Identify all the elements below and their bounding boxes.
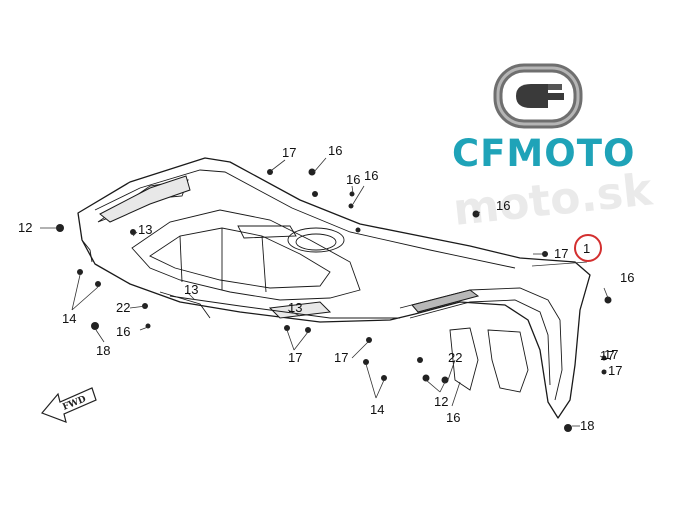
callout-label: 17	[604, 347, 618, 362]
callout-label: 18	[580, 418, 594, 433]
callout-label: 14	[62, 311, 76, 326]
brand-name: CFMOTO	[452, 132, 635, 175]
callout-label: 16	[328, 143, 342, 158]
callout-label: 17	[554, 246, 568, 261]
callout-label: 17	[288, 350, 302, 365]
callout-label: 12	[18, 220, 32, 235]
front-fender-assembly	[77, 157, 591, 419]
callout-label: 13	[288, 300, 302, 315]
callout-label: 13	[184, 282, 198, 297]
callout-label: 16	[364, 168, 378, 183]
callout-label: 17	[282, 145, 296, 160]
callout-label: 16	[446, 410, 460, 425]
callout-label: 17	[600, 348, 614, 363]
callout-part-1: 1	[583, 241, 590, 256]
callout-label: 14	[370, 402, 384, 417]
callout-label: 12	[434, 394, 448, 409]
fwd-arrow-icon: FWD	[40, 387, 97, 423]
callout-label: 16	[620, 270, 634, 285]
callout-label: 22	[116, 300, 130, 315]
callout-label: 22	[448, 350, 462, 365]
callout-label: 16	[116, 324, 130, 339]
callout-label: 16	[346, 172, 360, 187]
callout-label: 16	[496, 198, 510, 213]
highlight-circle	[574, 234, 602, 262]
leader-lines	[40, 157, 609, 427]
callout-label: 13	[138, 222, 152, 237]
cfmoto-logo-icon	[493, 63, 583, 129]
callout-label: 17	[608, 363, 622, 378]
callout-labels: 17 16 16 16 17 16 12 13 17 16 14 22 16 1…	[18, 143, 634, 433]
callout-label: 18	[96, 343, 110, 358]
callout-label: 17	[334, 350, 348, 365]
